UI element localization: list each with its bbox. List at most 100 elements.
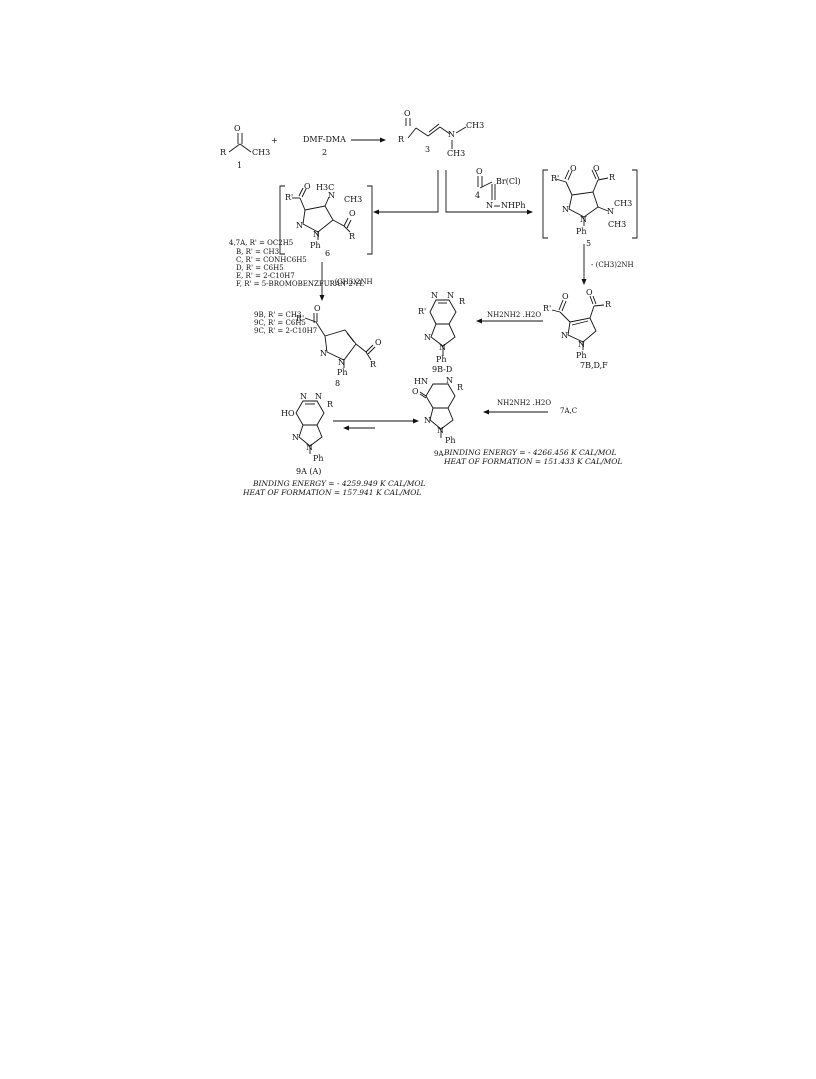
c9a-n: N <box>446 376 453 385</box>
c5-oxygen-2: O <box>593 164 600 173</box>
c6-number: 6 <box>325 249 331 258</box>
c9aa-binding-energy: BINDING ENERGY = - 4259.949 K CAL/MOL <box>253 479 426 488</box>
c7-oxygen-1: O <box>562 292 569 301</box>
source-compound-7ac: 7A,C <box>560 407 578 415</box>
c8-oxygen-1: O <box>314 304 321 313</box>
c9bd-n-1: N <box>431 291 438 300</box>
c3-nitrogen: N <box>448 130 455 139</box>
c9aa-n-4: N <box>306 443 313 452</box>
compound-9a-structure <box>419 383 456 438</box>
plus-sign: + <box>271 136 278 145</box>
c6-n-1: N <box>296 221 303 230</box>
c3-ch3-bottom: CH3 <box>447 149 466 158</box>
bracket-6 <box>279 185 373 255</box>
arrow-6-to-8 <box>319 262 325 301</box>
c8-ph: Ph <box>337 368 348 377</box>
equilibrium-arrows <box>333 418 419 431</box>
c3-oxygen: O <box>404 109 411 118</box>
c9aa-number: 9A (A) <box>296 467 322 476</box>
subst-7-f: F, R' = 5-BROMOBENZFURAN-2-YL <box>236 280 364 288</box>
c8-r-prime: R' <box>296 314 305 323</box>
c9bd-number: 9B-D <box>432 365 453 374</box>
c6-r: R <box>349 232 356 241</box>
arrow-to-9a <box>483 409 548 415</box>
c6-ph: Ph <box>310 241 321 250</box>
c8-r: R <box>370 360 377 369</box>
c2-name: DMF-DMA <box>303 135 346 144</box>
c9bd-r: R <box>459 297 466 306</box>
c9a-ph: Ph <box>445 436 456 445</box>
c6-n-2: N <box>313 230 320 239</box>
c9bd-n-4: N <box>439 343 446 352</box>
subst-9-c2: 9C, R' = 2-C10H7 <box>254 327 318 335</box>
arrow-5-to-7 <box>581 244 587 285</box>
compound-9bd-structure <box>429 299 457 356</box>
subst-7-a: 4,7A, R' = OC2H5 <box>229 239 294 247</box>
c5-ph: Ph <box>576 227 587 236</box>
c6-ch3: CH3 <box>344 195 363 204</box>
c7-n-2: N <box>578 340 585 349</box>
c6-oxygen-2: O <box>349 209 356 218</box>
subst-7-c: C, R' = CONHC6H5 <box>236 256 307 264</box>
c5-n-1: N <box>562 205 569 214</box>
hydrazine-reagent-2: NH2NH2 .H2O <box>497 399 552 407</box>
c4-oxygen: O <box>476 167 483 176</box>
c3-r: R <box>398 135 405 144</box>
compound-7-structure <box>551 295 605 350</box>
c4-nitrogen: N <box>486 201 493 210</box>
c3-ch3-top: CH3 <box>466 121 485 130</box>
bracket-5 <box>542 169 638 239</box>
subst-7-d: D, R' = C6H5 <box>236 264 284 272</box>
c7-ph: Ph <box>576 351 587 360</box>
c7-oxygen-2: O <box>586 288 593 297</box>
c8-number: 8 <box>335 379 341 388</box>
c1-ch3: CH3 <box>252 148 271 157</box>
c9aa-ph: Ph <box>313 454 324 463</box>
c4-nhph: NHPh <box>501 201 526 210</box>
c6-oxygen-1: O <box>304 182 311 191</box>
c9aa-n-1: N <box>300 392 307 401</box>
c5-ch3-b: CH3 <box>608 220 627 229</box>
c5-n-2: N <box>580 215 587 224</box>
c1-oxygen: O <box>234 124 241 133</box>
arrows-from-3 <box>373 170 533 215</box>
c6-n-amine: N <box>328 191 335 200</box>
subst-7-e: E, R' = 2-C10H7 <box>236 272 295 280</box>
c5-r-prime: R' <box>551 174 560 183</box>
c9bd-ph: Ph <box>436 355 447 364</box>
c7-r-prime: R' <box>543 304 552 313</box>
c9a-n-3: N <box>437 426 444 435</box>
c7-r: R <box>605 300 612 309</box>
c3-number: 3 <box>425 145 431 154</box>
c4-number: 4 <box>475 191 481 200</box>
c9a-oxygen: O <box>412 387 419 396</box>
hydrazine-reagent-1: NH2NH2 .H2O <box>487 311 542 319</box>
c6-r-prime: R' <box>285 193 294 202</box>
c9aa-ho: HO <box>281 409 295 418</box>
c5-oxygen-1: O <box>570 164 577 173</box>
arrow-to-3 <box>351 137 386 143</box>
c9a-n-2: N <box>424 416 431 425</box>
c9bd-n-3: N <box>424 333 431 342</box>
c4-halogen: Br(Cl) <box>496 177 521 186</box>
c1-r: R <box>220 148 227 157</box>
c9a-heat-of-formation: HEAT OF FORMATION = 151.433 K CAL/MOL <box>444 457 623 466</box>
c9bd-n-2: N <box>447 291 454 300</box>
c9a-binding-energy: BINDING ENERGY = - 4266.456 K CAL/MOL <box>444 448 617 457</box>
c9a-number: 9A <box>434 450 444 458</box>
c9bd-r-prime: R' <box>418 307 427 316</box>
c9aa-r: R <box>327 400 334 409</box>
c1-number: 1 <box>237 161 243 170</box>
arrow-7-to-9bd <box>476 318 543 324</box>
c9aa-n-2: N <box>315 392 322 401</box>
c6-h3c: H3C <box>316 183 335 192</box>
c8-n-1: N <box>320 349 327 358</box>
compound-6-structure <box>292 187 352 240</box>
c7-n-1: N <box>561 331 568 340</box>
c2-number: 2 <box>322 148 328 157</box>
c8-oxygen-2: O <box>375 338 382 347</box>
c9aa-n-3: N <box>292 433 299 442</box>
c9a-hn: HN <box>414 377 428 386</box>
c8-n-2: N <box>338 358 345 367</box>
